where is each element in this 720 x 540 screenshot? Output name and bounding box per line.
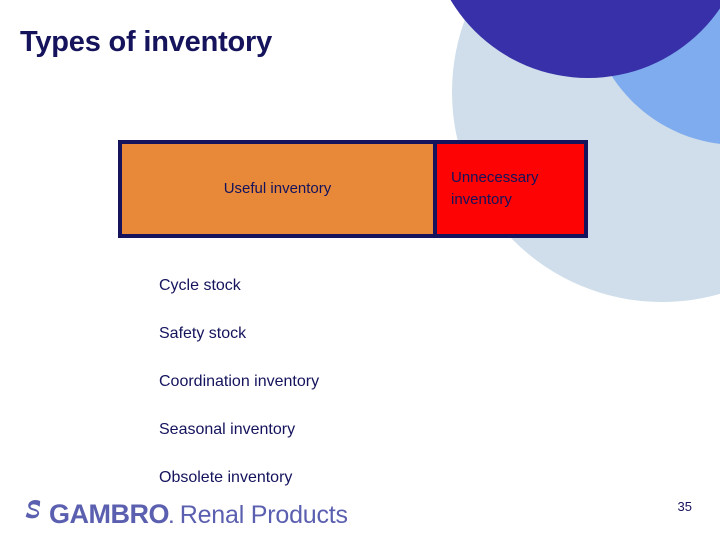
gambro-swoosh-icon (25, 500, 41, 519)
inventory-cell-unnecessary-line2: inventory (451, 191, 512, 208)
list-item: Safety stock (159, 325, 247, 342)
inventory-type-list: Cycle stock Safety stock Coordination in… (159, 272, 579, 512)
decorative-circle-light-blue (588, 0, 720, 145)
decorative-circle-dark-blue (428, 0, 720, 78)
inventory-cell-unnecessary-line1: Unnecessary (451, 169, 539, 187)
list-item: Obsolete inventory (159, 469, 293, 486)
footer-logo: GAMBRO . Renal Products (22, 494, 348, 528)
page-number: 35 (677, 499, 692, 514)
inventory-cell-useful: Useful inventory (122, 144, 433, 234)
logo-wordmark: GAMBRO (49, 499, 170, 529)
page-title: Types of inventory (20, 26, 273, 58)
inventory-bar: Useful inventory Unnecessary inventory (118, 140, 588, 238)
inventory-cell-unnecessary: Unnecessary inventory (433, 144, 584, 234)
list-item: Coordination inventory (159, 373, 320, 390)
logo-subbrand: Renal Products (179, 501, 348, 529)
inventory-cell-unnecessary-label: Unnecessary inventory (451, 167, 539, 211)
list-item: Seasonal inventory (159, 421, 296, 438)
logo-registered-dot: . (169, 508, 174, 527)
list-item: Cycle stock (159, 277, 241, 294)
inventory-cell-useful-label: Useful inventory (223, 180, 332, 198)
